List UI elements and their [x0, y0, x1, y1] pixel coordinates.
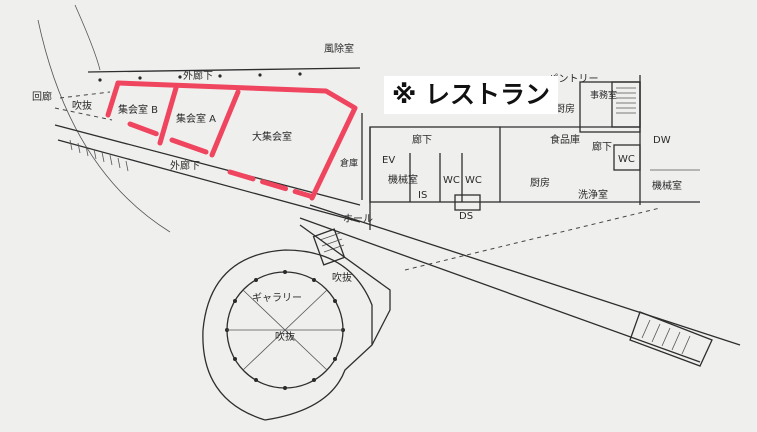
- hatched-stair-left: [69, 139, 129, 172]
- label-kikaishitsu-right: 機械室: [652, 179, 682, 192]
- gallery-connector: [299, 224, 391, 346]
- highlight-divider-2: [209, 89, 241, 158]
- top-boundary: [87, 67, 361, 73]
- highlight-bottom-3: [227, 169, 313, 199]
- corridor-dash-2: [54, 107, 113, 121]
- label-shokuhinko: 食品庫: [550, 133, 580, 146]
- corridor-dash: [59, 91, 111, 99]
- label-soko: 倉庫: [340, 157, 358, 169]
- label-shukai-a: 集会室 A: [176, 112, 216, 125]
- hall-dash-line: [404, 207, 661, 271]
- label-gai-roka-top: 外廊下: [183, 69, 213, 82]
- stair-block: [611, 81, 641, 128]
- top-dots: [98, 72, 302, 82]
- label-ev: EV: [382, 155, 395, 166]
- label-roka-mid: 廊下: [412, 133, 432, 146]
- hall-diagonal-wall: [309, 204, 741, 346]
- label-wc-1: WC: [443, 175, 460, 186]
- label-gallery: ギャラリー: [252, 292, 302, 304]
- label-fukinuke-circle: 吹抜: [275, 330, 295, 343]
- label-fukinuke-left: 吹抜: [72, 99, 92, 112]
- highlight-bottom-2: [169, 137, 209, 155]
- highlight-bottom-1: [127, 121, 168, 140]
- label-senjoshitsu: 洗浄室: [578, 188, 608, 201]
- restaurant-annotation: ※ レストラン: [384, 76, 559, 114]
- label-wc-2: WC: [465, 175, 482, 186]
- gallery-columns: [225, 270, 345, 390]
- label-roka-small: 廊下: [592, 140, 612, 153]
- highlight-left-edge: [105, 80, 121, 118]
- room-labels: 回廊 吹抜 集会室 B 集会室 A 大集会室 倉庫 外廊下 外廊下 風除室 パン…: [32, 42, 682, 343]
- highlight-meeting-rooms: [105, 80, 358, 201]
- label-ds: DS: [459, 211, 473, 222]
- label-chubo-top: 厨房: [555, 102, 575, 115]
- label-corridor-loop: 回廊: [32, 90, 52, 103]
- label-is: IS: [418, 190, 427, 201]
- highlight-top-edge: [115, 80, 358, 201]
- gallery-outer: [202, 249, 373, 421]
- site-curve-inner: [74, 4, 101, 71]
- highlight-divider-1: [157, 85, 179, 146]
- label-fukenshitsu: 風除室: [324, 42, 354, 55]
- label-fukinuke-mid: 吹抜: [332, 271, 352, 284]
- hall-diagonal-wall-2: [299, 217, 701, 363]
- stair-bottom-right: [629, 311, 713, 367]
- stair-hatching-right: [616, 87, 636, 114]
- ds-shaft: [454, 194, 481, 211]
- label-chubo-main: 厨房: [530, 176, 550, 189]
- outer-corridor-wall-2: [57, 139, 361, 223]
- wc-right-room: [613, 144, 641, 171]
- label-jimushitsu: 事務室: [590, 89, 617, 101]
- label-dai-shukai: 大集会室: [252, 130, 292, 143]
- label-wc-right: WC: [618, 154, 635, 165]
- outer-corridor-wall: [54, 124, 361, 206]
- label-hall: ホール: [343, 213, 373, 225]
- label-pantry: パントリー: [548, 73, 599, 85]
- label-kikaishitsu-left: 機械室: [388, 173, 418, 186]
- label-dw: DW: [653, 135, 671, 146]
- label-shukai-b: 集会室 B: [118, 103, 158, 116]
- label-gai-roka-bottom: 外廊下: [170, 159, 200, 172]
